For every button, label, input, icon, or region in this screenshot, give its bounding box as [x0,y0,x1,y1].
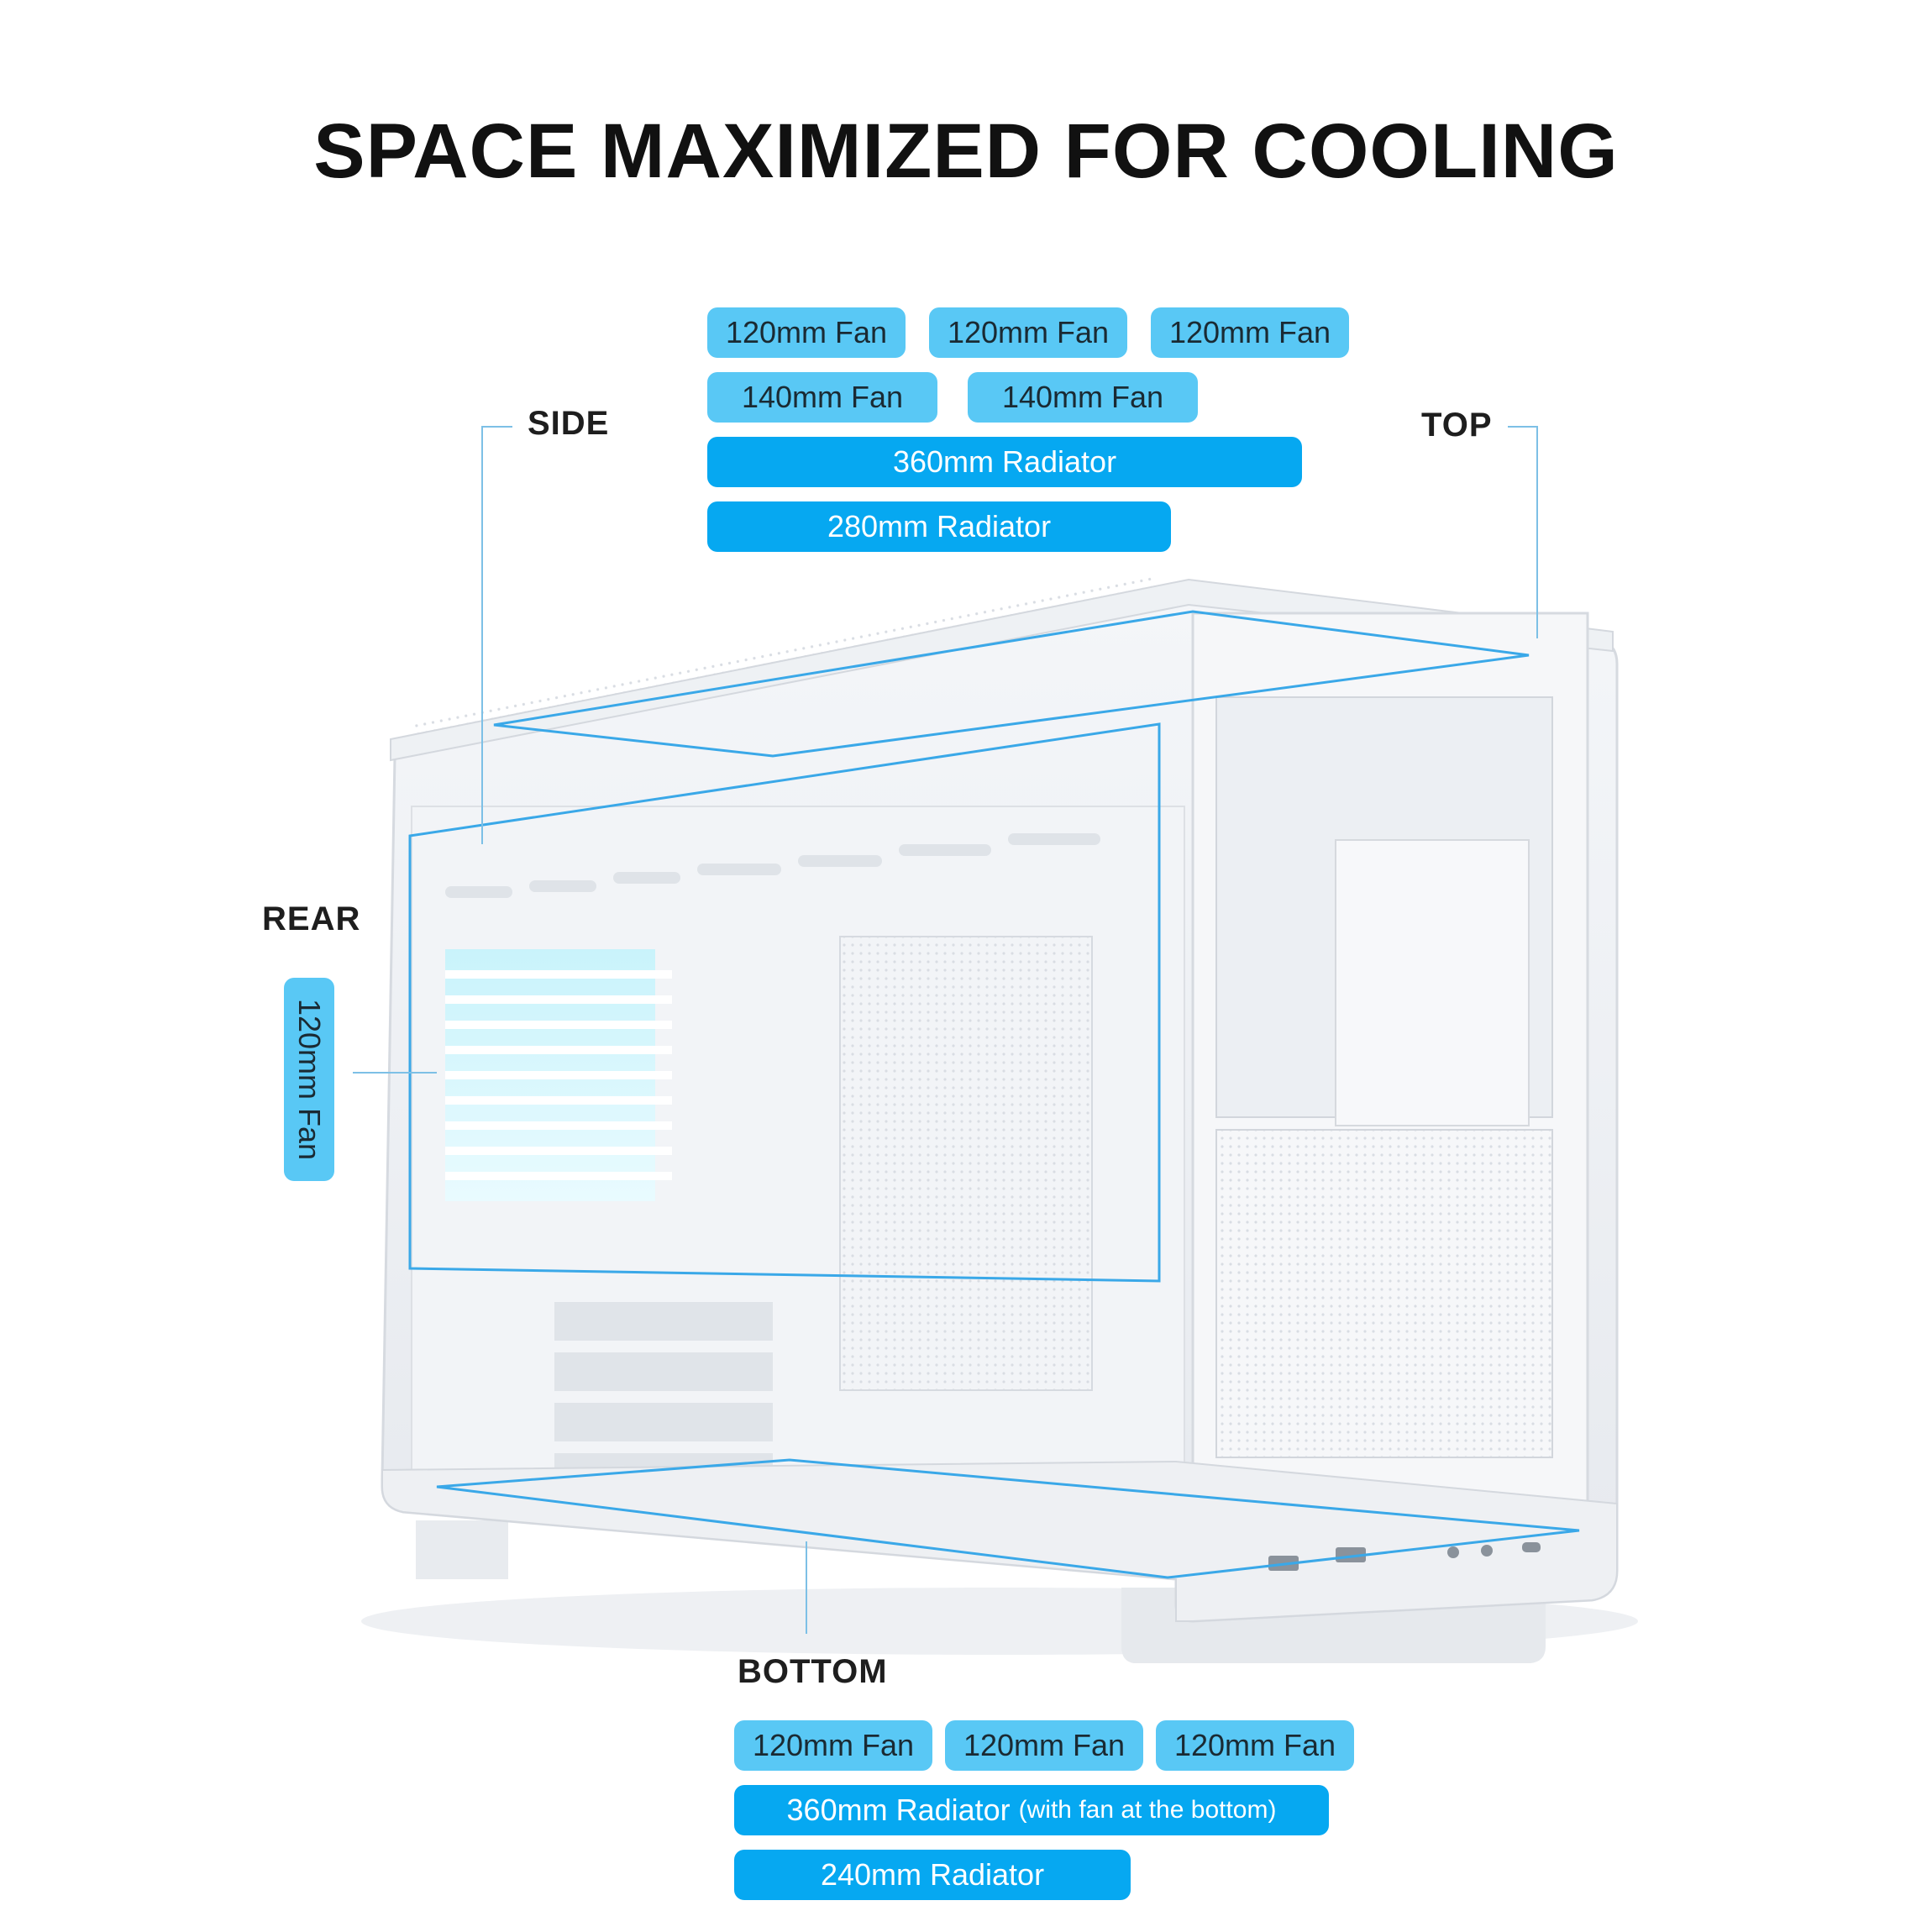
rear-label: REAR [262,900,361,937]
bottom-mount-outline [436,1458,1580,1579]
side-top-chip-140mm-fan-1: 140mm Fan [707,372,937,423]
top-mesh [411,574,1156,734]
bottom-chip-120mm-fan-2: 120mm Fan [945,1720,1143,1771]
base-plinth [381,1460,1618,1622]
side-top-chip-120mm-fan-1: 120mm Fan [707,307,906,358]
top-panel [390,578,1614,762]
rear-chip-120mm-fan: 120mm Fan [284,978,334,1181]
side-top-chip-120mm-fan-2: 120mm Fan [929,307,1127,358]
drive-bracket [1335,839,1530,1126]
side-leader [481,426,512,844]
top-label: TOP [1421,407,1493,444]
page-title: SPACE MAXIMIZED FOR COOLING [313,108,1619,194]
rear-chip-label: 120mm Fan [292,998,328,1161]
psu-mesh [1215,1129,1553,1458]
side-top-chip-140mm-fan-2: 140mm Fan [968,372,1198,423]
top-leader [1508,426,1538,638]
side-vents [445,833,1100,898]
side-top-chip-280mm-radiator: 280mm Radiator [707,501,1171,552]
side-top-chip-120mm-fan-3: 120mm Fan [1151,307,1349,358]
bottom-chip-240mm-radiator: 240mm Radiator [734,1850,1131,1900]
bottom-chip-360mm-radiator-label: 360mm Radiator [786,1793,1011,1827]
bottom-chip-360mm-radiator: 360mm Radiator (with fan at the bottom) [734,1785,1329,1835]
side-label: SIDE [528,405,610,442]
rear-grille [445,970,672,1180]
bottom-chip-120mm-fan-1: 120mm Fan [734,1720,932,1771]
top-mount-outline [493,610,1530,758]
bottom-label: BOTTOM [738,1653,888,1690]
rear-foot [416,1520,508,1579]
bottom-chip-360mm-radiator-note: (with fan at the bottom) [1018,1796,1277,1824]
side-mount-outline [408,722,1161,1283]
side-top-chip-360mm-radiator: 360mm Radiator [707,437,1302,487]
side-mesh-window [839,936,1093,1391]
bottom-chip-120mm-fan-3: 120mm Fan [1156,1720,1354,1771]
